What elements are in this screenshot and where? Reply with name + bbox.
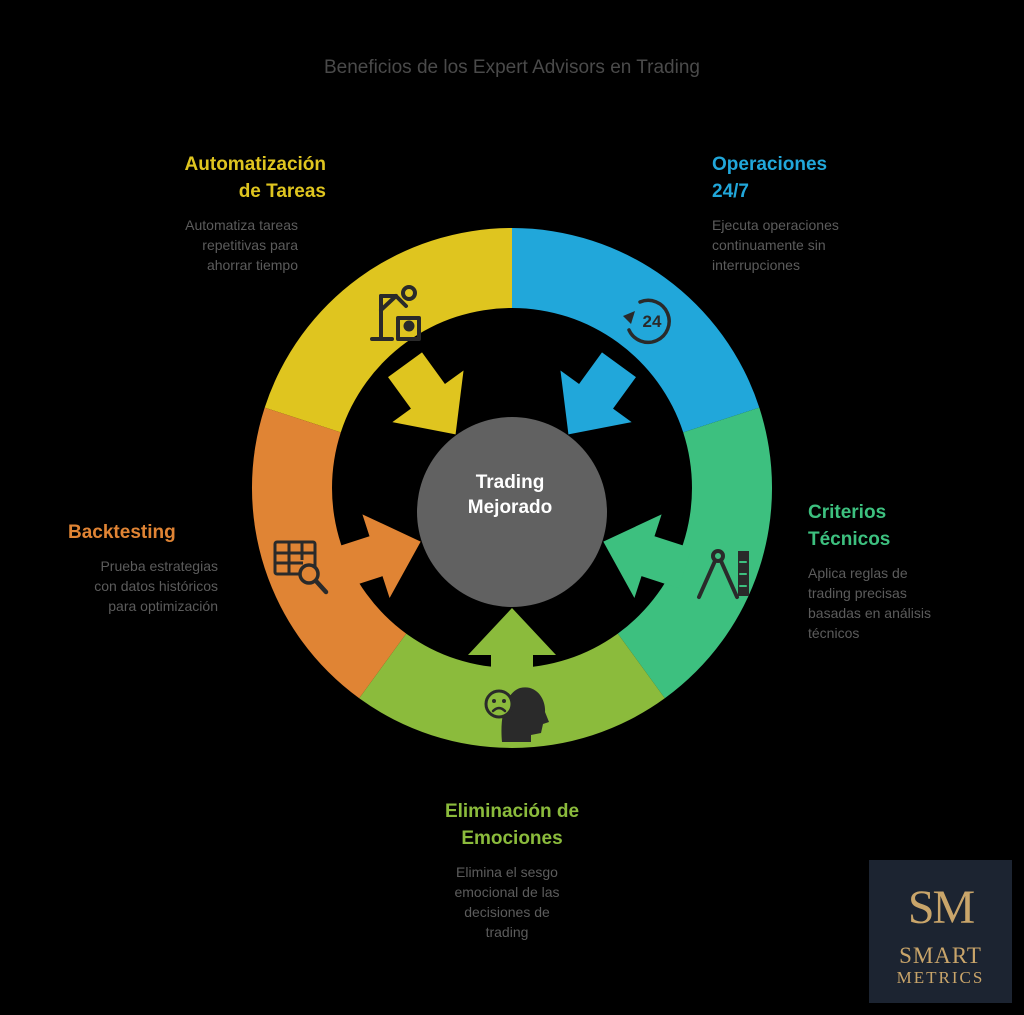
desc-line: Elimina el sesgo xyxy=(456,864,558,880)
desc-line: basadas en análisis xyxy=(808,605,931,621)
block-operaciones: Operaciones 24/7 Ejecuta operaciones con… xyxy=(712,151,932,275)
heading-automatizacion: Automatización de Tareas xyxy=(100,151,326,205)
compass-ruler-icon xyxy=(697,549,749,599)
sad-head-icon xyxy=(484,687,549,742)
desc-line: decisiones de xyxy=(464,904,550,920)
heading-line: Eliminación de xyxy=(444,801,580,822)
heading-line: Emociones xyxy=(461,828,563,849)
desc-line: para optimización xyxy=(108,598,218,614)
arrow-automatizacion xyxy=(388,352,464,435)
block-automatizacion: Automatización de Tareas Automatiza tare… xyxy=(100,151,326,275)
desc-line: interrupciones xyxy=(712,257,800,273)
smart-metrics-logo: SM SMART METRICS xyxy=(869,860,1012,1003)
heading-line: Operaciones xyxy=(712,154,828,175)
heading-line: Backtesting xyxy=(68,522,176,543)
center-label: Trading Mejorado xyxy=(420,470,600,520)
desc-line: repetitivas para xyxy=(202,237,298,253)
logo-word-metrics: METRICS xyxy=(896,968,985,987)
segment-criterios xyxy=(617,407,773,699)
desc-line: trading precisas xyxy=(808,585,907,601)
desc-backtesting: Prueba estrategias con datos históricos … xyxy=(20,556,218,616)
center-label-line1: Trading xyxy=(475,472,545,493)
desc-line: Automatiza tareas xyxy=(185,217,298,233)
heading-line: Automatización xyxy=(184,154,326,175)
clock-24-icon: 24 xyxy=(623,298,671,345)
desc-line: Prueba estrategias xyxy=(100,558,218,574)
arrow-emociones xyxy=(468,608,556,694)
robot-arm-icon xyxy=(370,285,421,341)
clock-24-text: 24 xyxy=(643,312,662,331)
segment-operaciones xyxy=(512,228,760,433)
logo-monogram: SM xyxy=(907,881,975,934)
arrow-operaciones xyxy=(560,352,636,435)
desc-automatizacion: Automatiza tareas repetitivas para ahorr… xyxy=(100,215,298,275)
desc-line: trading xyxy=(485,924,529,940)
center-circle xyxy=(417,417,607,607)
desc-emociones: Elimina el sesgo emocional de las decisi… xyxy=(382,862,632,942)
arrow-criterios xyxy=(603,514,692,599)
desc-line: con datos históricos xyxy=(94,578,218,594)
block-backtesting: Backtesting Prueba estrategias con datos… xyxy=(20,519,218,616)
arrow-backtesting xyxy=(332,514,421,599)
heading-backtesting: Backtesting xyxy=(20,519,190,546)
heading-line: Criterios xyxy=(808,502,887,523)
segment-automatizacion xyxy=(264,228,512,433)
heading-emociones: Eliminación de Emociones xyxy=(392,798,632,852)
table-search-icon xyxy=(273,540,329,595)
desc-line: Ejecuta operaciones xyxy=(712,217,839,233)
desc-operaciones: Ejecuta operaciones continuamente sin in… xyxy=(712,215,932,275)
desc-line: emocional de las xyxy=(454,884,560,900)
desc-line: técnicos xyxy=(808,625,860,641)
logo-word-smart: SMART xyxy=(899,943,982,968)
heading-line: Técnicos xyxy=(808,529,891,550)
desc-line: continuamente sin xyxy=(712,237,826,253)
desc-line: Aplica reglas de xyxy=(808,565,908,581)
heading-line: de Tareas xyxy=(238,181,326,202)
heading-line: 24/7 xyxy=(712,181,749,202)
block-emociones: Eliminación de Emociones Elimina el sesg… xyxy=(392,798,632,942)
heading-operaciones: Operaciones 24/7 xyxy=(712,151,932,205)
center-label-line2: Mejorado xyxy=(467,497,553,518)
segment-backtesting xyxy=(251,407,407,699)
diagram-title: Beneficios de los Expert Advisors en Tra… xyxy=(324,57,700,78)
desc-line: ahorrar tiempo xyxy=(206,257,298,273)
block-criterios: Criterios Técnicos Aplica reglas de trad… xyxy=(808,499,1014,643)
heading-criterios: Criterios Técnicos xyxy=(808,499,1014,553)
desc-criterios: Aplica reglas de trading precisas basada… xyxy=(808,563,1014,643)
